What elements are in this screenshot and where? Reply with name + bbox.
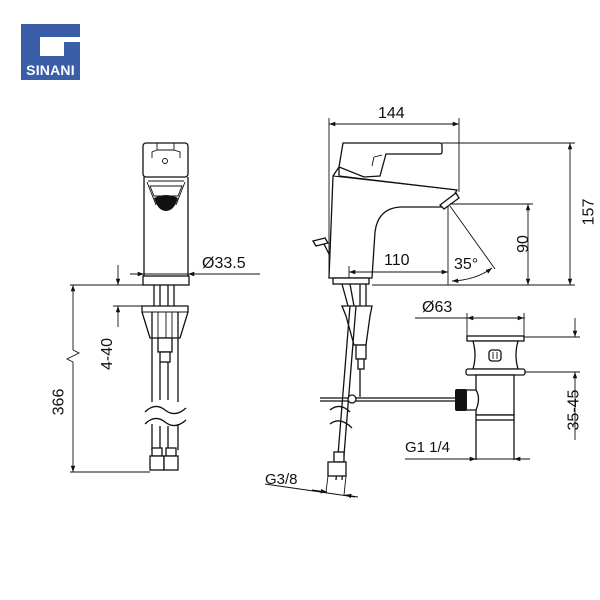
dim-spout-angle: 35°	[454, 256, 479, 273]
dim-spout-height: 90	[514, 235, 532, 253]
drain-dimensions	[405, 313, 580, 462]
logo-mark-inner	[64, 42, 80, 56]
dim-mount-thickness: 4-40	[99, 337, 117, 371]
front-view-dimensions	[65, 265, 260, 473]
drain-assembly	[455, 335, 526, 460]
dim-total-height: 366	[50, 388, 68, 416]
dim-hose-thread: G3/8	[265, 471, 298, 488]
sinani-logo: SINANI	[21, 24, 80, 80]
dim-drain-thread: G1 1/4	[405, 439, 451, 456]
front-view-faucet	[141, 142, 190, 471]
dim-overall-height: 157	[580, 198, 598, 226]
dim-spout-reach: 110	[384, 252, 410, 269]
side-view-dimensions	[264, 118, 575, 499]
dim-overall-length: 144	[378, 105, 405, 122]
logo-brand-text: SINANI	[26, 62, 75, 78]
dim-body-diameter: Ø33.5	[202, 255, 246, 272]
dim-adjust-range: 35-45	[565, 389, 583, 431]
side-view-faucet	[311, 142, 460, 481]
dim-plug-diameter: Ø63	[422, 299, 453, 316]
